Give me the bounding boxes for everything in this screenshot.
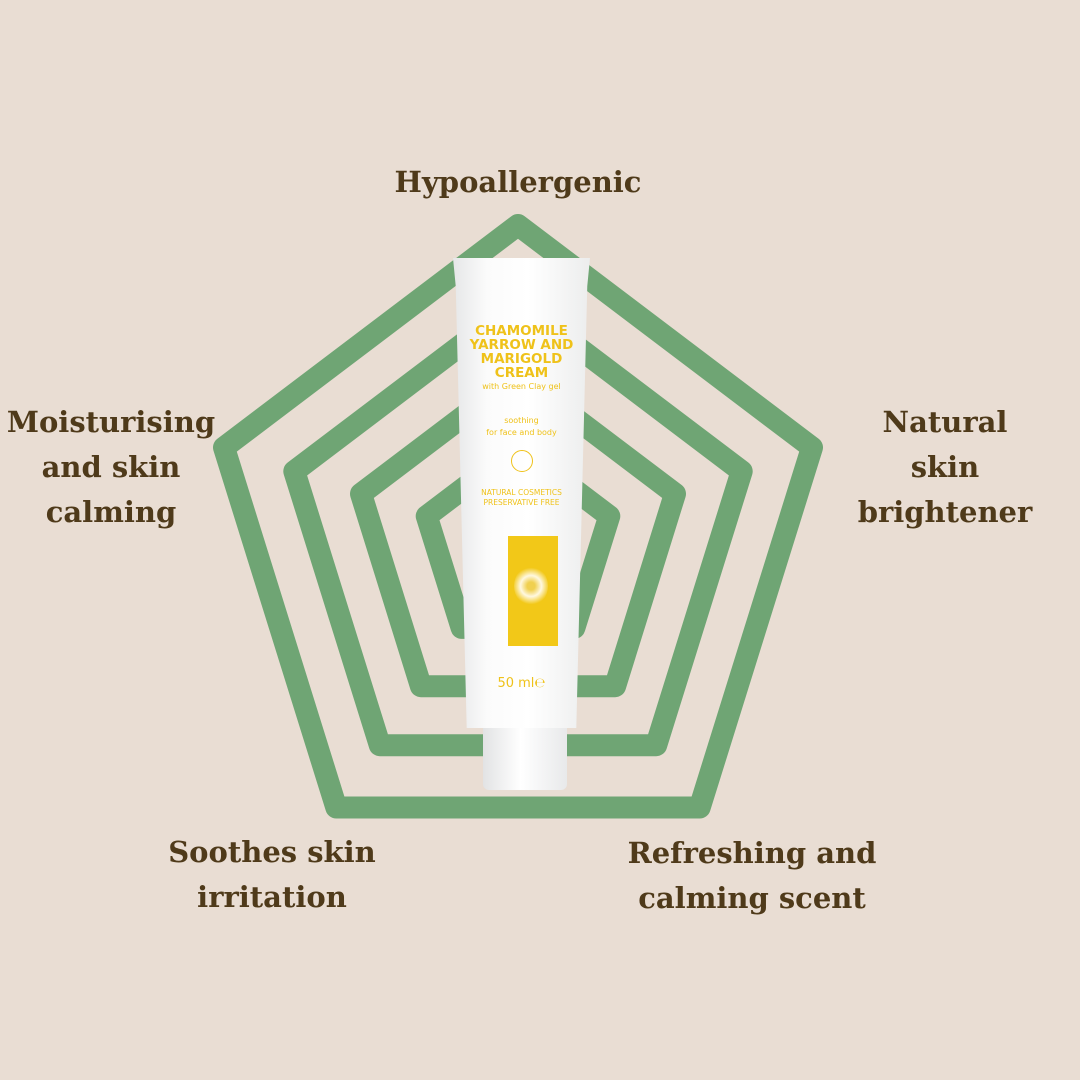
flower-graphic [508, 536, 558, 646]
label-line: calming [45, 495, 177, 529]
label-line: brightener [857, 495, 1033, 529]
label-soothes: Soothes skin irritation [168, 830, 376, 920]
label-line: and skin [41, 450, 181, 484]
claim-natural: NATURAL COSMETICS [481, 488, 562, 497]
label-line: calming scent [638, 881, 866, 915]
label-brightener: Natural skin brightener [858, 400, 1033, 535]
name-line: YARROW AND [469, 337, 574, 353]
product-tagline: soothing [504, 416, 539, 425]
product-volume: 50 ml℮ [497, 676, 546, 691]
certification-logo-icon [511, 450, 533, 472]
claim-preservative-free: PRESERVATIVE FREE [483, 498, 560, 507]
tube-cap [483, 726, 567, 790]
product-name: CHAMOMILE YARROW AND MARIGOLD CREAM [453, 324, 590, 380]
label-line: Soothes skin [168, 835, 376, 869]
product-subtitle: with Green Clay gel [482, 382, 561, 391]
pentagon-ring-1 [213, 214, 823, 819]
name-line: CREAM [494, 365, 549, 381]
label-line: skin [910, 450, 980, 484]
product-tube: CHAMOMILE YARROW AND MARIGOLD CREAM with… [453, 258, 590, 728]
label-refreshing: Refreshing and calming scent [628, 831, 877, 921]
label-moisturising: Moisturising and skin calming [7, 400, 215, 535]
product-usage: for face and body [486, 428, 557, 437]
label-hypoallergenic: Hypoallergenic [394, 165, 642, 199]
label-line: Moisturising [6, 405, 216, 439]
label-line: Natural [882, 405, 1008, 439]
name-line: CHAMOMILE [475, 323, 568, 339]
label-line: irritation [197, 880, 347, 914]
label-line: Refreshing and [627, 836, 877, 870]
name-line: MARIGOLD [480, 351, 563, 367]
